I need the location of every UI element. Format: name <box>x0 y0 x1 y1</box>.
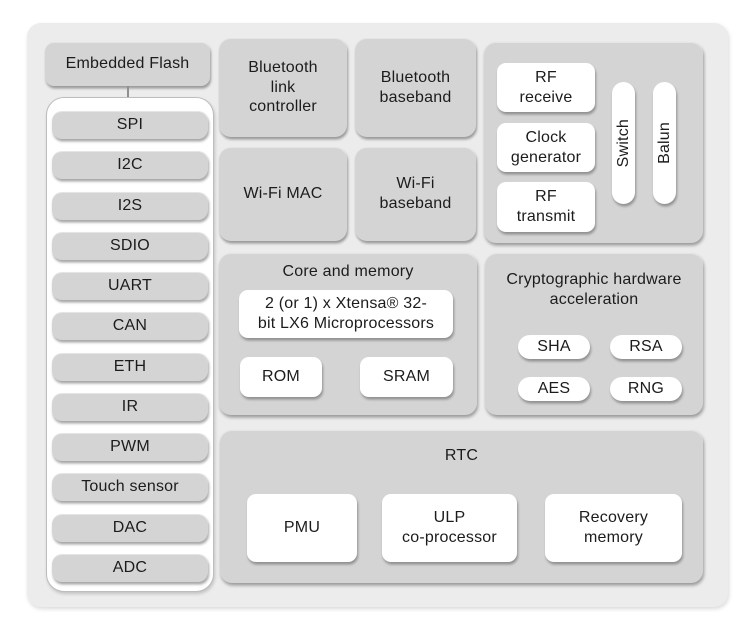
clock-generator-block: Clock generator <box>497 123 595 172</box>
xtensa-cpu-block: 2 (or 1) x Xtensa® 32- bit LX6 Microproc… <box>239 290 453 338</box>
rf-transmit-block: RF transmit <box>497 182 595 232</box>
block-i2s: I2S <box>52 191 208 220</box>
sram-block: SRAM <box>360 357 453 397</box>
sha-block: SHA <box>518 335 590 359</box>
flash-bus-connector-line <box>127 86 129 97</box>
block-uart: UART <box>52 272 208 301</box>
core-memory-title: Core and memory <box>282 263 414 280</box>
rtc-section: RTC PMU ULP co-processor Recovery memory <box>220 430 703 583</box>
block-ir: IR <box>52 392 208 421</box>
switch-label: Switch <box>614 118 632 168</box>
block-touch-sensor: Touch sensor <box>52 473 208 502</box>
block-eth: ETH <box>52 352 208 381</box>
block-spi: SPI <box>52 111 208 139</box>
aes-block: AES <box>518 377 590 401</box>
embedded-flash-block: Embedded Flash <box>45 42 210 86</box>
wifi-baseband-block: Wi-Fi baseband <box>355 147 476 241</box>
bluetooth-link-controller-block: Bluetooth link controller <box>219 38 347 137</box>
block-i2c: I2C <box>52 151 208 180</box>
crypto-title: Cryptographic hardware acceleration <box>506 271 682 308</box>
wifi-mac-block: Wi-Fi MAC <box>219 147 347 241</box>
pmu-block: PMU <box>247 494 357 562</box>
rsa-block: RSA <box>610 335 682 359</box>
chip-outline: Embedded Flash SPI I2C I2S SDIO UART CAN… <box>27 23 728 607</box>
core-memory-section: Core and memory 2 (or 1) x Xtensa® 32- b… <box>219 253 477 415</box>
block-sdio: SDIO <box>52 231 208 260</box>
bluetooth-baseband-block: Bluetooth baseband <box>355 38 476 137</box>
balun-label: Balun <box>655 122 673 164</box>
rng-block: RNG <box>610 377 682 401</box>
rf-receive-block: RF receive <box>497 63 595 112</box>
peripheral-panel: SPI I2C I2S SDIO UART CAN ETH IR PWM Tou… <box>46 97 214 592</box>
balun-block: Balun <box>653 82 676 204</box>
block-can: CAN <box>52 312 208 341</box>
recovery-memory-block: Recovery memory <box>545 494 682 562</box>
ulp-coprocessor-block: ULP co-processor <box>382 494 517 562</box>
block-adc: ADC <box>52 553 208 582</box>
rom-block: ROM <box>240 357 322 397</box>
rtc-title: RTC <box>444 447 479 464</box>
block-dac: DAC <box>52 513 208 542</box>
rf-section: RF receive Clock generator RF transmit S… <box>484 42 703 243</box>
crypto-section: Cryptographic hardware acceleration SHA … <box>485 253 703 415</box>
switch-block: Switch <box>612 82 635 204</box>
block-pwm: PWM <box>52 433 208 462</box>
